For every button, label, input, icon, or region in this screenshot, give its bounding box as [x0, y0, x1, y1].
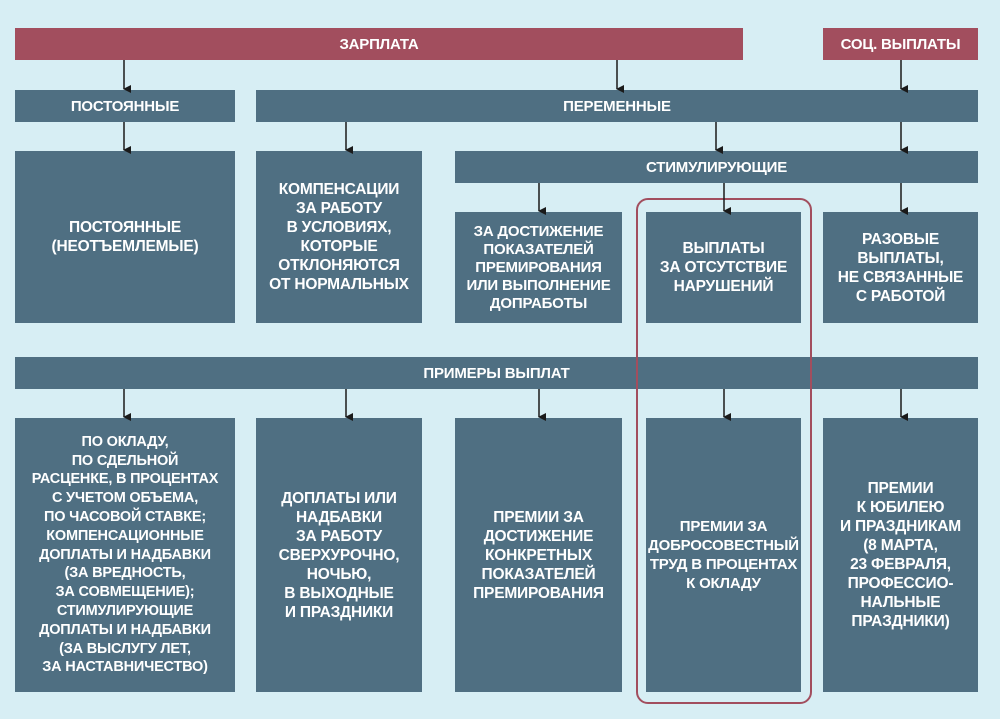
- category-one-time: РАЗОВЫЕ ВЫПЛАТЫ, НЕ СВЯЗАННЫЕ С РАБОТОЙ: [823, 212, 978, 323]
- examples-bar: ПРИМЕРЫ ВЫПЛАТ: [15, 357, 978, 389]
- stimulating-bar: СТИМУЛИРУЮЩИЕ: [455, 151, 978, 183]
- example-achievement-bonus: ПРЕМИИ ЗА ДОСТИЖЕНИЕ КОНКРЕТНЫХ ПОКАЗАТЕ…: [455, 418, 622, 692]
- category-no-violations: ВЫПЛАТЫ ЗА ОТСУТСТВИЕ НАРУШЕНИЙ: [646, 212, 801, 323]
- category-compensation: КОМПЕНСАЦИИ ЗА РАБОТУ В УСЛОВИЯХ, КОТОРЫ…: [256, 151, 422, 323]
- example-holiday-bonus: ПРЕМИИ К ЮБИЛЕЮ И ПРАЗДНИКАМ (8 МАРТА, 2…: [823, 418, 978, 692]
- example-overtime: ДОПЛАТЫ ИЛИ НАДБАВКИ ЗА РАБОТУ СВЕРХУРОЧ…: [256, 418, 422, 692]
- constant-bar: ПОСТОЯННЫЕ: [15, 90, 235, 122]
- category-permanent: ПОСТОЯННЫЕ (НЕОТЪЕМЛЕМЫЕ): [15, 151, 235, 323]
- salary-header: ЗАРПЛАТА: [15, 28, 743, 60]
- social-payments-header: СОЦ. ВЫПЛАТЫ: [823, 28, 978, 60]
- example-base-pay: ПО ОКЛАДУ, ПО СДЕЛЬНОЙ РАСЦЕНКЕ, В ПРОЦЕ…: [15, 418, 235, 692]
- example-conscientious-bonus: ПРЕМИИ ЗА ДОБРОСОВЕСТНЫЙ ТРУД В ПРОЦЕНТА…: [646, 418, 801, 692]
- category-achievement: ЗА ДОСТИЖЕНИЕ ПОКАЗАТЕЛЕЙ ПРЕМИРОВАНИЯ И…: [455, 212, 622, 323]
- variable-bar: ПЕРЕМЕННЫЕ: [256, 90, 978, 122]
